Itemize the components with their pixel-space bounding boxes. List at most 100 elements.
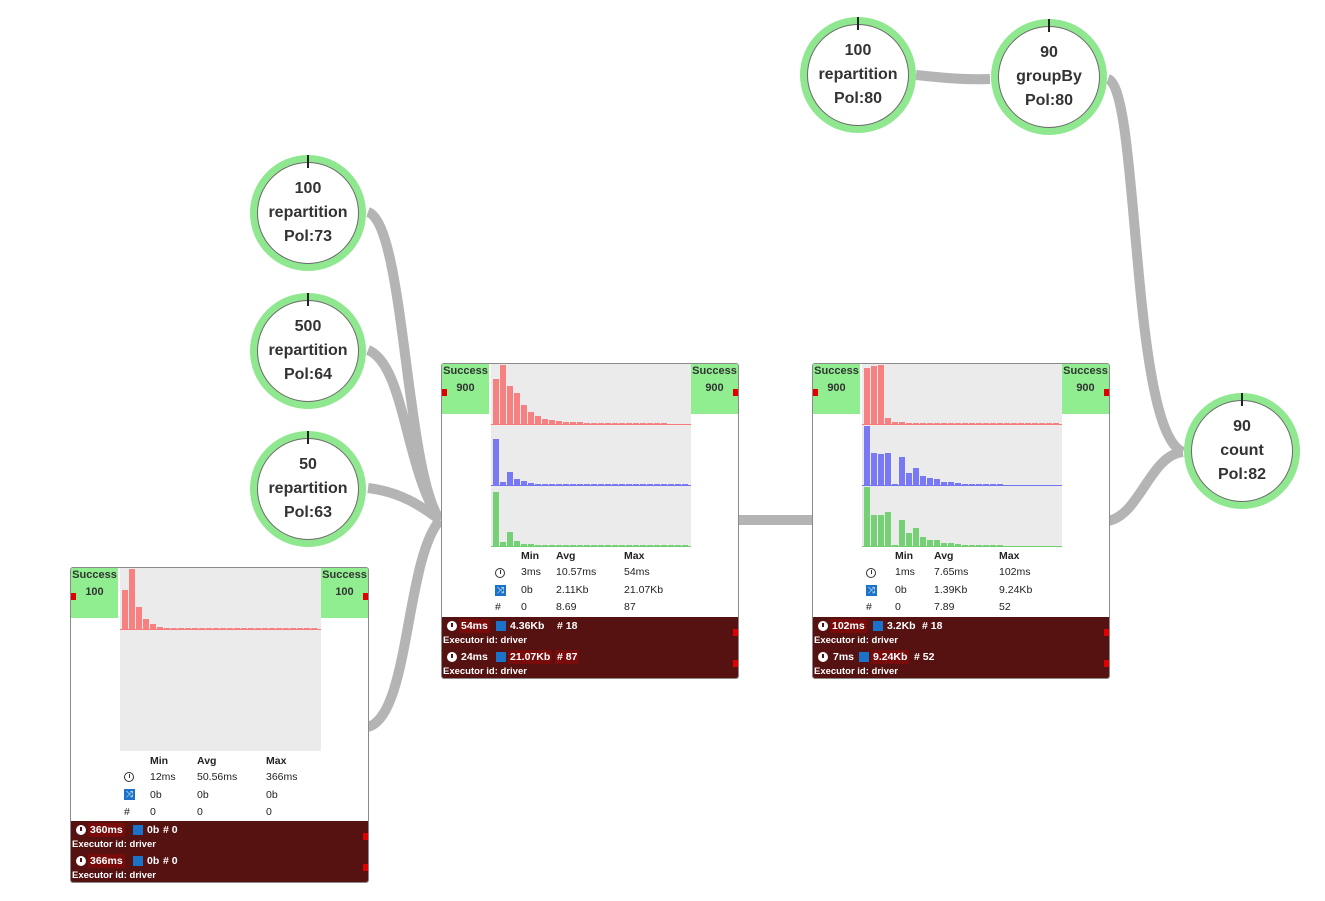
executor-time: 366ms: [88, 854, 125, 868]
node-groupby[interactable]: 90 groupBy Pol:80: [991, 19, 1107, 135]
output-port[interactable]: [1104, 389, 1109, 396]
node-count: 100: [844, 42, 872, 59]
histogram-bar: [675, 545, 681, 546]
histogram-bar: [248, 628, 254, 629]
histogram-bar: [619, 545, 625, 546]
histogram-bar: [227, 628, 233, 629]
histogram-bar: [304, 628, 310, 629]
histogram-bar: [521, 544, 527, 546]
executor-id: Executor id: driver: [72, 839, 156, 850]
shuffle-icon: ⤨: [495, 585, 506, 596]
histogram-time: [862, 364, 1062, 425]
histogram-bar: [507, 532, 513, 546]
output-port[interactable]: [363, 593, 368, 600]
histogram-bar: [570, 484, 576, 485]
input-port[interactable]: [813, 389, 818, 396]
histogram-bar: [969, 423, 975, 424]
histogram-bar: [150, 624, 156, 629]
histogram-bar: [892, 484, 898, 485]
output-port[interactable]: [363, 833, 368, 840]
node-count[interactable]: 90 count Pol:82: [1184, 393, 1300, 509]
executor-id: Executor id: driver: [443, 666, 527, 677]
histogram-bar: [654, 423, 660, 424]
histogram-bar: [192, 628, 198, 629]
histogram-bar: [556, 421, 562, 424]
histogram-bar: [864, 426, 870, 485]
size-avg: 1.39Kb: [934, 584, 968, 596]
count-avg: 8.69: [556, 601, 577, 613]
histogram-bar: [619, 423, 625, 424]
histogram-bar: [269, 628, 275, 629]
histogram-bar: [605, 484, 611, 485]
node-count: 100: [294, 180, 322, 197]
histogram-bar: [535, 484, 541, 485]
histogram-bar: [507, 472, 513, 485]
histogram-bar: [661, 484, 667, 485]
shuffle-icon: [133, 856, 143, 866]
histogram-bar: [598, 545, 604, 546]
size-max: 9.24Kb: [999, 584, 1033, 596]
node-repartition-500[interactable]: 500 repartition Pol:64: [250, 293, 366, 409]
histogram-bar: [255, 628, 261, 629]
histogram-bar: [584, 423, 590, 424]
output-port[interactable]: [733, 389, 738, 396]
col-avg: Avg: [197, 755, 217, 767]
histogram-bar: [493, 439, 499, 485]
node-count: 50: [299, 456, 317, 473]
input-port[interactable]: [71, 593, 76, 600]
histogram-bar: [955, 483, 961, 485]
histogram-bar: [633, 423, 639, 424]
size-min: 0b: [150, 789, 162, 801]
histogram-bar: [514, 541, 520, 546]
output-port[interactable]: [1104, 660, 1109, 667]
histogram-bar: [122, 590, 128, 629]
node-pol: Pol:63: [283, 504, 332, 521]
count-row-label: #: [495, 601, 501, 613]
histogram-bar: [920, 423, 926, 424]
edge-n2-p2: [365, 345, 445, 523]
histogram-bar: [1004, 423, 1010, 424]
histogram-bar: [549, 420, 555, 424]
executor-size: 9.24Kb: [871, 650, 910, 664]
histogram-bar: [990, 423, 996, 424]
size-avg: 2.11Kb: [556, 584, 589, 596]
output-port[interactable]: [733, 629, 738, 636]
histogram-bar: [640, 484, 646, 485]
clock-icon: [76, 856, 86, 866]
histogram-bar: [647, 484, 653, 485]
output-port[interactable]: [733, 660, 738, 667]
histogram-bar: [948, 482, 954, 485]
executor-count: # 87: [555, 650, 580, 664]
count-avg: 7.89: [934, 601, 955, 613]
histogram-bar: [1046, 423, 1052, 424]
histogram-bar: [885, 418, 891, 424]
node-repartition-50[interactable]: 50 repartition Pol:63: [250, 431, 366, 547]
count-max: 52: [999, 601, 1011, 613]
histogram-bar: [577, 484, 583, 485]
histogram-bar: [213, 628, 219, 629]
histogram-bar: [549, 484, 555, 485]
executor-id: Executor id: driver: [72, 870, 156, 881]
histogram-bar: [878, 454, 884, 485]
node-repartition-100-b[interactable]: 100 repartition Pol:80: [800, 17, 916, 133]
node-repartition-100-a[interactable]: 100 repartition Pol:73: [250, 155, 366, 271]
histogram-bar: [976, 545, 982, 546]
histogram-bar: [913, 528, 919, 546]
histogram-bar: [528, 412, 534, 424]
histogram-bar: [570, 545, 576, 546]
edge-p3-n6: [1106, 447, 1185, 526]
histogram-bar: [556, 484, 562, 485]
histogram-time: [491, 364, 691, 425]
output-port[interactable]: [363, 864, 368, 871]
executor-size: 0b: [147, 855, 160, 867]
edge-n5-n6: [1104, 74, 1186, 457]
histogram-bar: [563, 422, 569, 424]
input-port[interactable]: [442, 389, 447, 396]
output-port[interactable]: [1104, 629, 1109, 636]
